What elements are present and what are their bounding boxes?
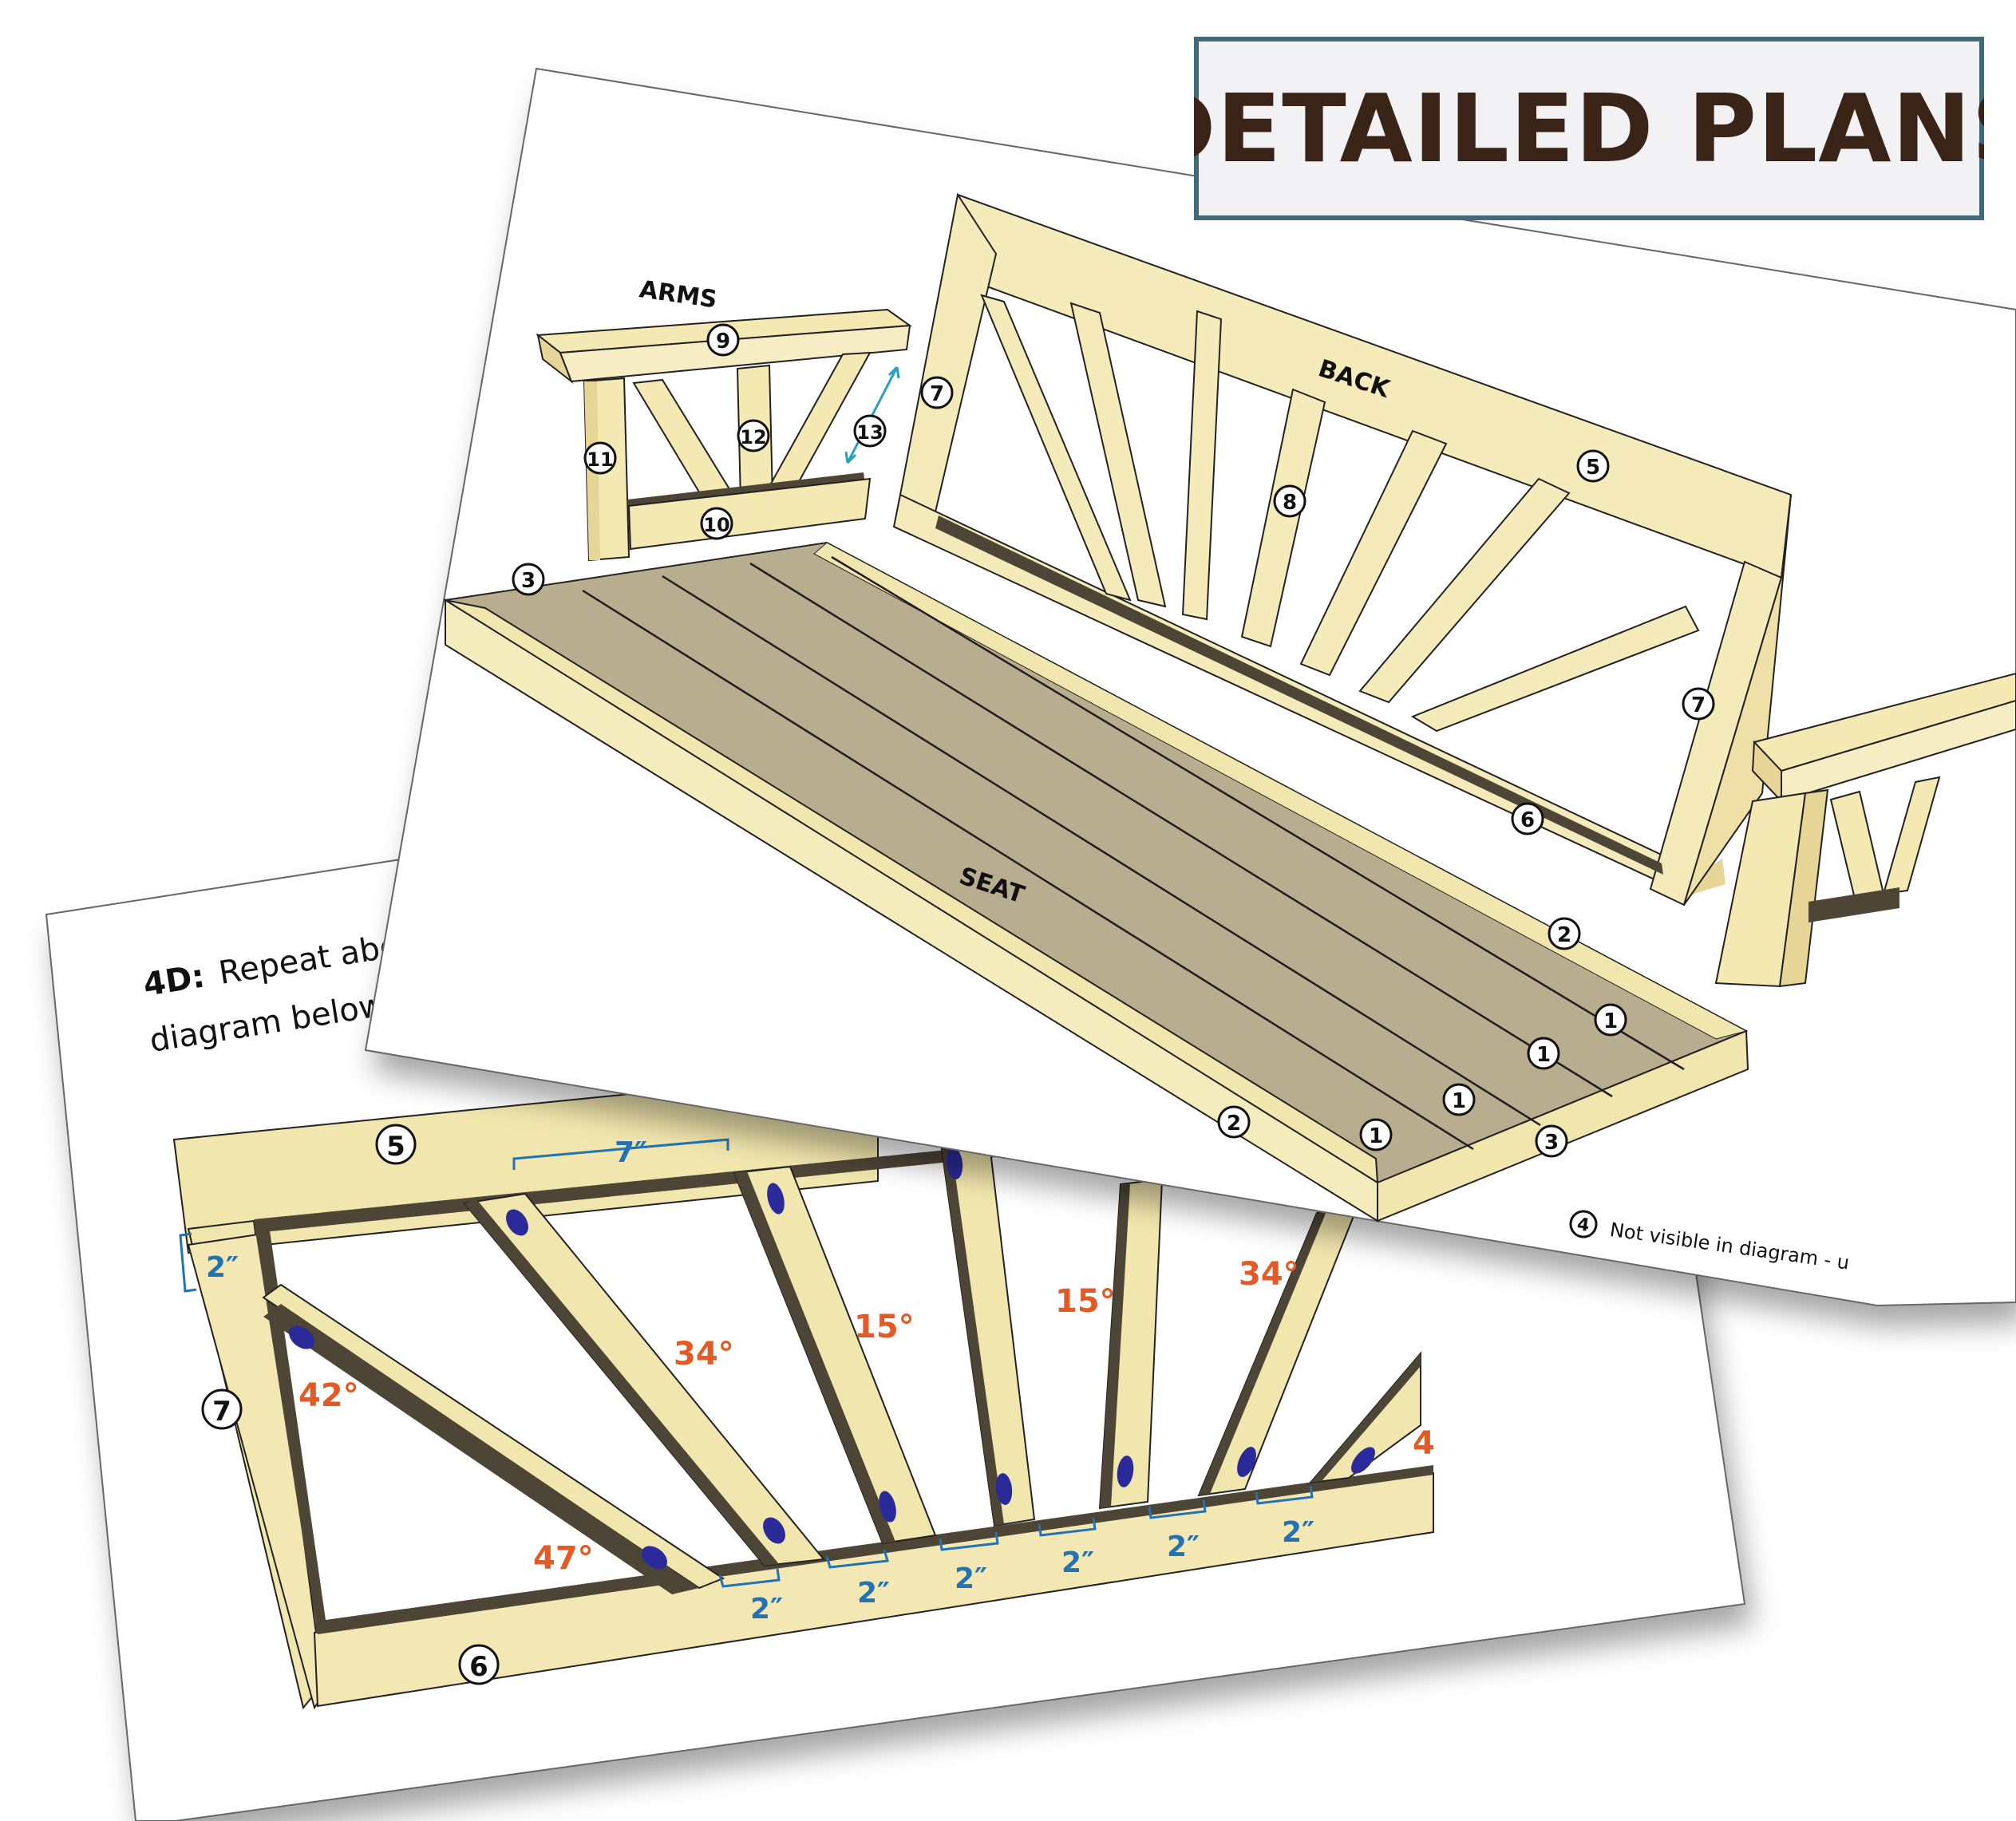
svg-text:12: 12 (740, 426, 766, 448)
svg-text:10: 10 (703, 514, 729, 536)
callout-seat-board-d: 1 (1359, 1118, 1393, 1151)
angle-15-left: 15° (854, 1309, 915, 1345)
callout-back-slat: 8 (1273, 484, 1306, 518)
svg-text:1: 1 (1452, 1089, 1466, 1113)
svg-text:11: 11 (587, 448, 613, 471)
callout-arm-top: 9 (706, 323, 740, 357)
angle-34-left: 34° (674, 1336, 734, 1373)
callout-seat-end-left: 2 (1217, 1105, 1251, 1139)
svg-text:2: 2 (1557, 923, 1571, 947)
callout-back-right-leg: 7 (1682, 687, 1715, 721)
callout-seat-end-right: 2 (1548, 917, 1581, 950)
callout-back-left-leg: 7 (920, 376, 954, 409)
svg-text:7: 7 (212, 1396, 231, 1428)
dim-bottom-gap-3: 2″ (955, 1562, 987, 1595)
svg-text:9: 9 (716, 330, 730, 354)
svg-text:6: 6 (1520, 808, 1535, 832)
detailed-plans-banner: DETAILED PLANS (1194, 37, 1984, 220)
angle-42: 42° (298, 1377, 359, 1414)
back-frame-detail: 7″ 2″ 2″ 2″ 2″ 2″ 2″ 2″ 42° 47° 34° 15° … (172, 1068, 1435, 1710)
angle-cut: 4 (1413, 1425, 1435, 1462)
callout-arm-brace: 13 (853, 414, 887, 448)
svg-text:13: 13 (856, 421, 883, 444)
callout-seat-side-left: 3 (512, 563, 545, 596)
svg-text:1: 1 (1369, 1124, 1383, 1148)
banner-title: DETAILED PLANS (1194, 73, 2016, 184)
svg-text:2: 2 (1227, 1112, 1241, 1136)
callout-top-rail: 5 (375, 1124, 417, 1165)
dim-bottom-gap-2: 2″ (857, 1577, 890, 1610)
dimension-brackets (179, 1138, 1314, 1588)
svg-text:4: 4 (1575, 1215, 1591, 1236)
callout-arm-mid: 12 (737, 419, 770, 452)
svg-text:7: 7 (1691, 693, 1706, 717)
banner-container: DETAILED PLANS (1194, 37, 2016, 228)
callout-back-bottom: 6 (1511, 802, 1544, 835)
dim-bottom-gap-6: 2″ (1282, 1516, 1314, 1549)
dim-top-gap: 7″ (615, 1136, 647, 1169)
callout-back-top: 5 (1576, 449, 1610, 483)
arm-assembly-right (1714, 672, 2016, 988)
back-assembly: BACK 7 5 8 7 6 (892, 192, 1793, 907)
upper-sheet: ARMS 9 11 12 13 10 (364, 67, 2016, 1307)
svg-text:3: 3 (521, 569, 536, 593)
dim-bottom-gap-5: 2″ (1167, 1531, 1200, 1563)
angle-15-right: 15° (1055, 1283, 1116, 1320)
callout-seat-board-c: 1 (1442, 1083, 1476, 1116)
dim-left-gap: 2″ (206, 1251, 239, 1284)
callout-arm-leg: 11 (583, 441, 617, 475)
svg-text:5: 5 (386, 1131, 405, 1163)
svg-text:8: 8 (1283, 491, 1297, 515)
arm-assembly: ARMS 9 11 12 13 10 (536, 275, 912, 562)
dim-bottom-gap-4: 2″ (1061, 1546, 1094, 1579)
callout-seat-board-a: 1 (1594, 1003, 1627, 1037)
callout-left-stile: 7 (201, 1388, 243, 1430)
callout-arm-bottom: 10 (700, 507, 733, 540)
svg-text:1: 1 (1603, 1009, 1618, 1033)
callout-bottom-rail: 6 (458, 1644, 500, 1685)
angle-47: 47° (533, 1540, 594, 1577)
svg-text:1: 1 (1536, 1043, 1551, 1067)
callout-seat-side-right: 3 (1535, 1124, 1568, 1158)
svg-text:6: 6 (469, 1651, 488, 1683)
seat-assembly: SEAT 3 2 1 1 1 1 3 1 2 (443, 541, 1749, 1223)
svg-text:5: 5 (1586, 456, 1600, 480)
screw-holes (289, 1148, 1375, 1570)
svg-text:7: 7 (930, 382, 944, 406)
angle-34-right: 34° (1239, 1256, 1299, 1293)
dim-bottom-gap-1: 2″ (750, 1593, 783, 1625)
callout-seat-board-b: 1 (1527, 1037, 1560, 1070)
svg-text:3: 3 (1544, 1131, 1559, 1155)
